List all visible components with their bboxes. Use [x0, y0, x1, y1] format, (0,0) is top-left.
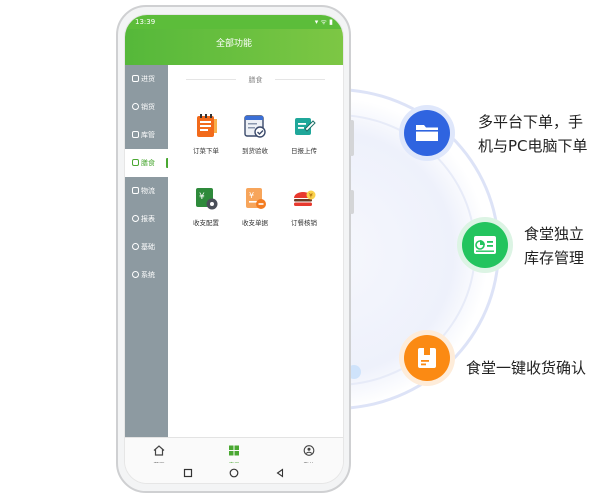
function-panel: 膳食 订菜下单 到货验收 [168, 65, 343, 437]
home-button-icon[interactable] [229, 468, 239, 478]
divider [275, 79, 325, 80]
report-icon [132, 215, 139, 222]
sidebar-item-inventory[interactable]: 库管 [125, 121, 168, 149]
sidebar-item-label: 库管 [141, 131, 155, 139]
meal-verify-icon: ¥ [294, 190, 316, 206]
feature-line: 库存管理 [524, 249, 585, 267]
function-label: 订餐核销 [291, 219, 317, 227]
feature-line: 食堂独立 [524, 225, 585, 243]
finance-config-icon: ¥ [196, 188, 218, 210]
feature-line: 机与PC电脑下单 [478, 137, 588, 155]
info-icon [132, 243, 139, 250]
sidebar-item-basics[interactable]: 基础 [125, 233, 168, 261]
status-time: 13:39 [135, 18, 156, 26]
sidebar-item-label: 报表 [141, 215, 155, 223]
status-bar: 13:39 ▾ ᯤ ▮ [125, 15, 343, 29]
function-order-food[interactable]: 订菜下单 [182, 113, 230, 155]
feature-icon-inventory [462, 222, 508, 268]
svg-text:¥: ¥ [309, 193, 313, 200]
svg-text:¥: ¥ [199, 192, 205, 202]
feature-line: 食堂一键收货确认 [466, 359, 587, 377]
function-daily-upload[interactable]: 日报上传 [280, 113, 328, 155]
system-navbar [125, 463, 343, 483]
sidebar-item-system[interactable]: 系统 [125, 261, 168, 289]
sidebar-item-label: 物流 [141, 187, 155, 195]
chart-card-icon [474, 236, 496, 254]
sidebar-item-sales[interactable]: 销货 [125, 93, 168, 121]
sidebar-item-meals[interactable]: 膳食 [125, 149, 171, 177]
profile-icon [303, 445, 315, 456]
section-title: 膳食 [248, 76, 263, 84]
function-label: 收支配置 [193, 219, 219, 227]
sidebar-item-label: 膳食 [141, 159, 155, 167]
sales-icon [132, 103, 139, 110]
feature-line: 多平台下单，手 [478, 113, 584, 131]
sidebar: 进货 销货 库管 膳食 物流 报表 基础 系统 [125, 65, 171, 437]
feature-text-multiplatform: 多平台下单，手 机与PC电脑下单 [478, 110, 588, 158]
daily-upload-icon [295, 118, 316, 135]
sidebar-item-label: 进货 [141, 75, 155, 83]
feature-icon-multiplatform [404, 110, 450, 156]
function-goods-check[interactable]: 到货验收 [231, 113, 279, 155]
page-title: 全部功能 [215, 39, 252, 49]
warehouse-icon [132, 131, 139, 138]
function-label: 收支单据 [242, 219, 268, 227]
function-label: 日报上传 [291, 147, 317, 155]
divider [186, 79, 236, 80]
recent-apps-icon[interactable] [183, 468, 193, 478]
function-label: 到货验收 [242, 147, 268, 155]
sidebar-item-logistics[interactable]: 物流 [125, 177, 168, 205]
apps-icon [229, 445, 239, 456]
box-icon [418, 348, 436, 368]
feature-icon-receive [404, 335, 450, 381]
bottom-tabbar: 首页 应用 我的 [125, 437, 343, 469]
meals-icon [132, 159, 139, 166]
folder-icon [416, 125, 438, 141]
feature-text-receive: 食堂一键收货确认 [466, 356, 586, 380]
function-finance-bill[interactable]: ¥ 收支单据 [231, 185, 279, 227]
status-icons: ▾ ᯤ ▮ [314, 18, 333, 26]
function-label: 订菜下单 [193, 147, 219, 155]
phone-screen: 13:39 ▾ ᯤ ▮ 全部功能 进货 销货 库管 膳食 物流 报表 基础 系统… [125, 15, 343, 483]
goods-check-icon [244, 115, 266, 138]
sidebar-item-purchase[interactable]: 进货 [125, 65, 168, 93]
power-key [350, 190, 354, 214]
home-icon [153, 445, 165, 456]
truck-icon [132, 187, 139, 194]
finance-bill-icon: ¥ [246, 188, 266, 209]
order-food-icon [197, 114, 217, 137]
function-finance-config[interactable]: ¥ 收支配置 [182, 185, 230, 227]
function-meal-verify[interactable]: ¥ 订餐核销 [280, 185, 328, 227]
settings-icon [132, 271, 139, 278]
feature-text-inventory: 食堂独立 库存管理 [524, 222, 584, 270]
sidebar-item-label: 销货 [141, 103, 155, 111]
sidebar-item-reports[interactable]: 报表 [125, 205, 168, 233]
sidebar-item-label: 系统 [141, 271, 155, 279]
back-icon[interactable] [275, 468, 285, 478]
home-outline-icon [132, 75, 139, 82]
volume-key [350, 120, 354, 156]
svg-text:¥: ¥ [249, 191, 254, 200]
sidebar-item-label: 基础 [141, 243, 155, 251]
